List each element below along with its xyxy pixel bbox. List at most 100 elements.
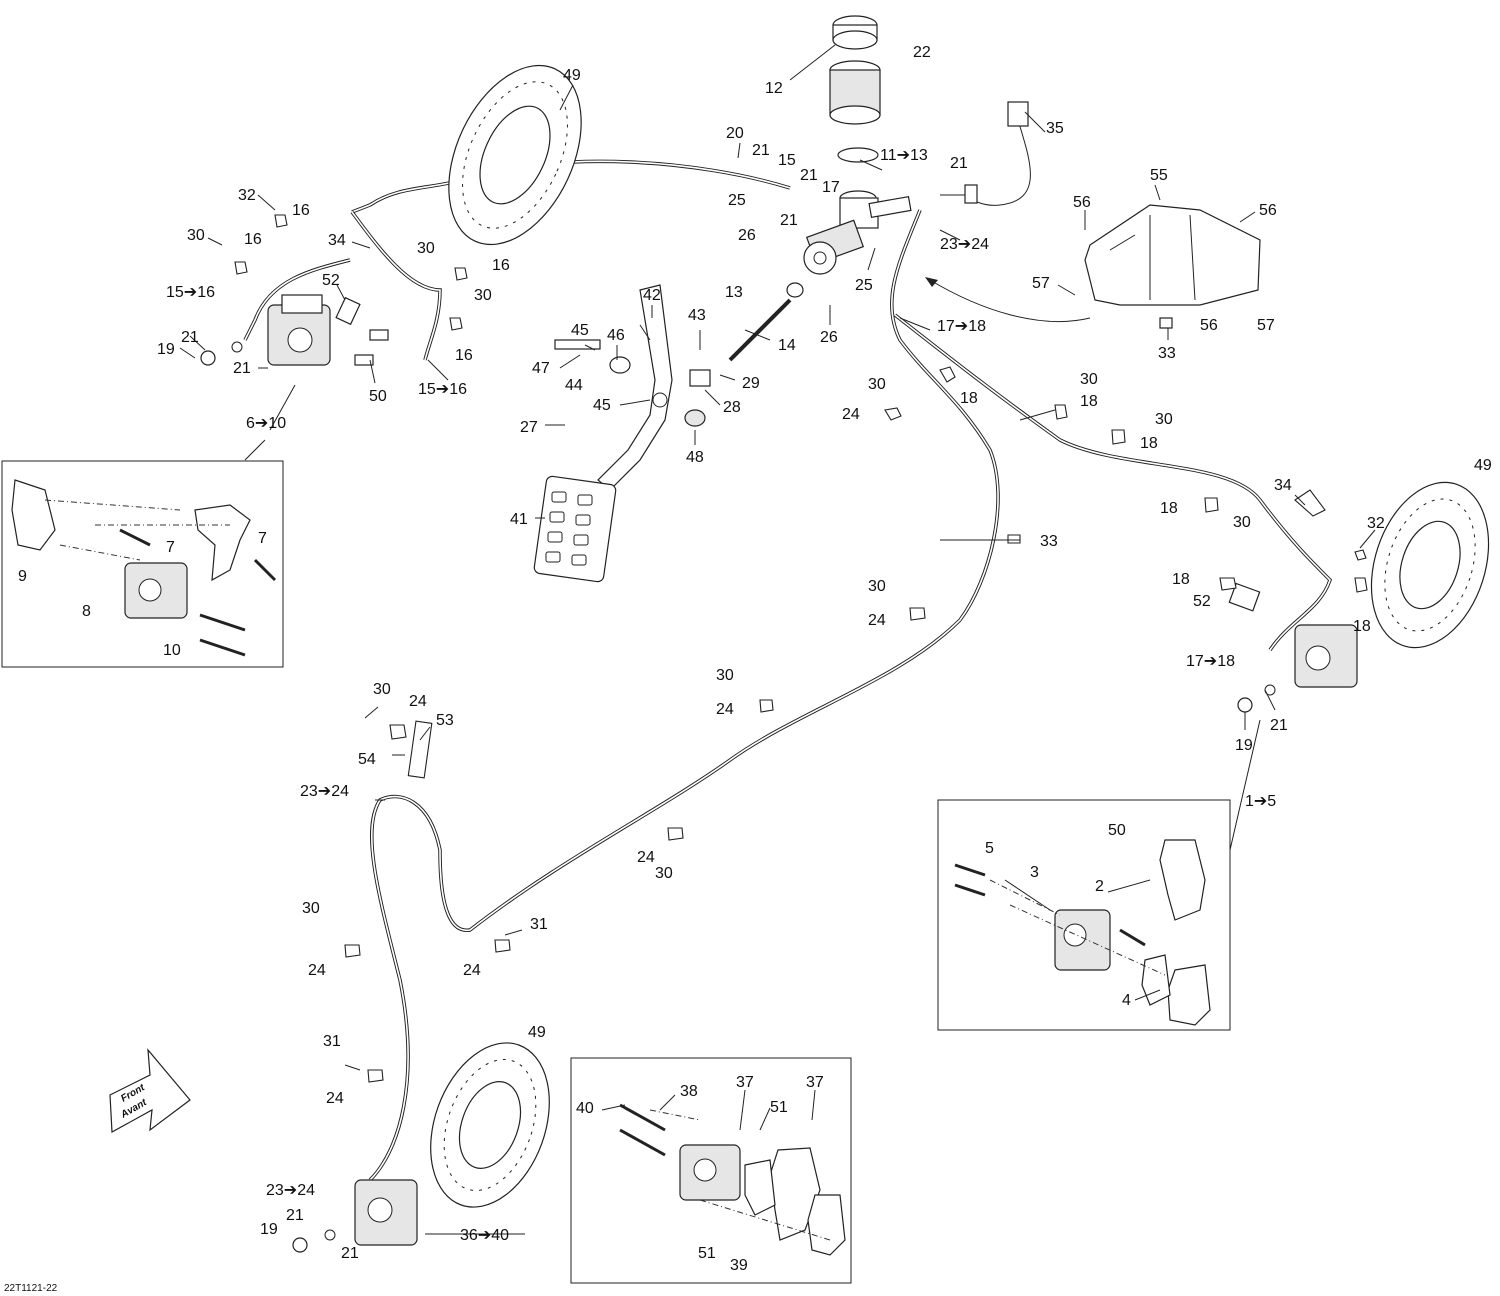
callout-54: 54 — [358, 751, 376, 768]
brake-pedal — [533, 284, 711, 583]
callout-24: 24 — [463, 962, 481, 979]
callout-48: 48 — [686, 449, 704, 466]
callout-16: 16 — [292, 202, 310, 219]
callout-8: 8 — [82, 603, 91, 620]
callout-21: 21 — [752, 142, 770, 159]
callout-17-18: 17➔18 — [937, 318, 986, 335]
callout-9: 9 — [18, 568, 27, 585]
callout-32: 32 — [238, 187, 256, 204]
callout-23-24: 23➔24 — [940, 236, 989, 253]
callout-52: 52 — [1193, 593, 1211, 610]
brake-disc-lower — [430, 1042, 550, 1208]
callout-18: 18 — [1140, 435, 1158, 452]
callout-21: 21 — [780, 212, 798, 229]
callout-21: 21 — [1270, 717, 1288, 734]
callout-18: 18 — [1172, 571, 1190, 588]
callout-24: 24 — [326, 1090, 344, 1107]
callout-49: 49 — [528, 1024, 546, 1041]
callout-23-24: 23➔24 — [266, 1182, 315, 1199]
callout-51: 51 — [770, 1099, 788, 1116]
callout-24: 24 — [409, 693, 427, 710]
callout-20: 20 — [726, 125, 744, 142]
callout-30: 30 — [716, 667, 734, 684]
callout-16: 16 — [455, 347, 473, 364]
callout-39: 39 — [730, 1257, 748, 1274]
callout-30: 30 — [187, 227, 205, 244]
caliper-left-front — [200, 294, 389, 366]
callout-50: 50 — [1108, 822, 1126, 839]
brake-lines — [243, 119, 1333, 1182]
callout-56: 56 — [1073, 194, 1091, 211]
callout-30: 30 — [417, 240, 435, 257]
callout-25: 25 — [728, 192, 746, 209]
drawing-number: 22T1121-22 — [4, 1283, 58, 1294]
brake-disc-upper — [448, 64, 582, 246]
callout-45: 45 — [571, 322, 589, 339]
callout-41: 41 — [510, 511, 528, 528]
inset-lower-caliper-kit — [570, 1057, 852, 1284]
callout-31: 31 — [323, 1033, 341, 1050]
heat-shield — [1084, 204, 1261, 329]
caliper-right-rear — [1228, 582, 1358, 713]
callout-25: 25 — [855, 277, 873, 294]
callout-30: 30 — [1233, 514, 1251, 531]
inset-rear-caliper-kit — [937, 799, 1231, 1031]
callout-10: 10 — [163, 642, 181, 659]
callout-4: 4 — [1122, 992, 1131, 1009]
callout-17-18: 17➔18 — [1186, 653, 1235, 670]
callout-19: 19 — [157, 341, 175, 358]
callout-18: 18 — [1080, 393, 1098, 410]
callout-1-5: 1➔5 — [1245, 793, 1276, 810]
callout-2: 2 — [1095, 878, 1104, 895]
callout-16: 16 — [492, 257, 510, 274]
callout-15: 15 — [778, 152, 796, 169]
hose-clips — [234, 214, 1368, 1083]
callout-37: 37 — [806, 1074, 824, 1091]
callout-55: 55 — [1150, 167, 1168, 184]
callout-36-40: 36➔40 — [460, 1227, 509, 1244]
callout-19: 19 — [1235, 737, 1253, 754]
master-cylinder-assembly — [728, 15, 912, 362]
callout-35: 35 — [1046, 120, 1064, 137]
callout-57: 57 — [1257, 317, 1275, 334]
callout-44: 44 — [565, 377, 583, 394]
callout-50: 50 — [369, 388, 387, 405]
callout-23-24: 23➔24 — [300, 783, 349, 800]
callout-24: 24 — [637, 849, 655, 866]
callout-30: 30 — [373, 681, 391, 698]
callout-34: 34 — [1274, 477, 1292, 494]
callout-28: 28 — [723, 399, 741, 416]
callout-21: 21 — [341, 1245, 359, 1262]
callout-labels: 49 12 22 20 21 15 21 17 11➔13 21 35 25 2… — [18, 44, 1492, 1274]
callout-33: 33 — [1040, 533, 1058, 550]
callout-12: 12 — [765, 80, 783, 97]
callout-30: 30 — [474, 287, 492, 304]
callout-24: 24 — [868, 612, 886, 629]
wheel-speed-sensor — [964, 101, 1029, 204]
callout-51: 51 — [698, 1245, 716, 1262]
callout-37: 37 — [736, 1074, 754, 1091]
callout-18: 18 — [1160, 500, 1178, 517]
callout-33: 33 — [1158, 345, 1176, 362]
callout-17: 17 — [822, 179, 840, 196]
callout-38: 38 — [680, 1083, 698, 1100]
callout-30: 30 — [655, 865, 673, 882]
callout-14: 14 — [778, 337, 796, 354]
callout-21: 21 — [181, 329, 199, 346]
callout-49: 49 — [1474, 457, 1492, 474]
front-direction-arrow: Front Avant — [109, 1048, 191, 1133]
inset-front-caliper-kit — [1, 460, 284, 668]
callout-5: 5 — [985, 840, 994, 857]
callout-7: 7 — [166, 539, 175, 556]
callout-45: 45 — [593, 397, 611, 414]
callout-24: 24 — [308, 962, 326, 979]
brake-disc-right — [1370, 481, 1490, 649]
callout-30: 30 — [868, 578, 886, 595]
callout-18: 18 — [960, 390, 978, 407]
callout-46: 46 — [607, 327, 625, 344]
callout-3: 3 — [1030, 864, 1039, 881]
callout-30: 30 — [868, 376, 886, 393]
callout-30: 30 — [1155, 411, 1173, 428]
callout-21: 21 — [800, 167, 818, 184]
